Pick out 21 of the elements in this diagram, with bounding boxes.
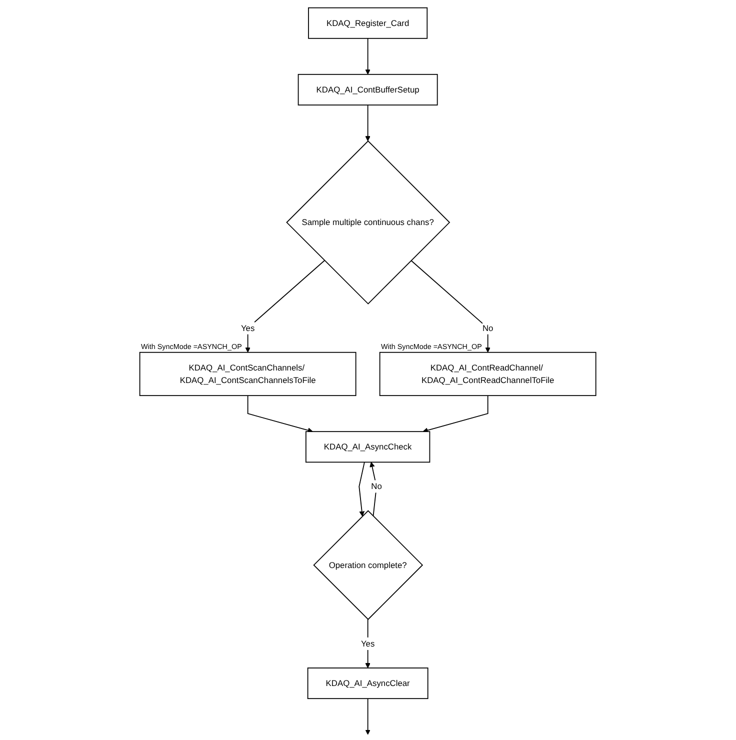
arrow [358,462,366,516]
node-diamond [313,510,424,620]
edge-label: Yes [361,638,375,648]
arrow [365,618,371,668]
arrow [248,395,314,433]
node-box [380,352,596,396]
arrow [365,698,371,735]
edge-label: No [371,481,382,491]
arrow [245,260,326,353]
node-box [140,352,356,396]
arrow [410,260,491,353]
edge-label: No [482,322,494,333]
node-box [298,74,438,106]
arrow [422,395,488,433]
node-box [308,7,428,39]
edge-label: Yes [241,322,255,333]
node-diamond [286,140,450,304]
arrow [365,38,371,75]
node-box [308,668,428,700]
arrow [365,104,371,142]
node-box [306,431,430,463]
